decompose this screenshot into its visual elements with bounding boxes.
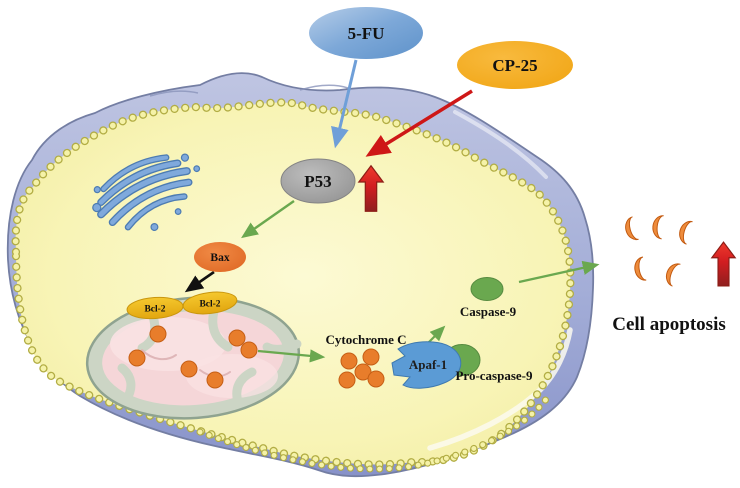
fu-node — [309, 7, 423, 59]
p53-node — [280, 158, 356, 204]
apoptotic-bodies-icon — [622, 214, 694, 287]
cell-apoptosis-label: Cell apoptosis — [612, 314, 726, 335]
cytochrome-c-dots — [338, 348, 385, 389]
pro-caspase9-label: Pro-caspase-9 — [455, 368, 533, 383]
apaf1-node — [391, 341, 462, 389]
upregulation-arrow-apoptosis — [711, 241, 736, 287]
bax-label: Bax — [210, 252, 229, 264]
arrow-cp25-to-p53 — [365, 89, 473, 157]
bax-node — [194, 242, 246, 272]
cytochrome-c-label: Cytochrome C — [326, 332, 407, 347]
arrow-caspase9-to-apoptosis — [518, 260, 600, 284]
bcl2-left-label: Bcl-2 — [144, 305, 165, 315]
membrane-bead-ring — [11, 98, 575, 473]
p53-label: P53 — [304, 172, 331, 191]
cp25-label: CP-25 — [492, 56, 537, 75]
arrow-p53-to-bax — [241, 200, 295, 239]
bcl2-right-node — [182, 291, 238, 315]
mitochondria-icon — [85, 296, 302, 420]
bcl2-right-label: Bcl-2 — [199, 300, 220, 310]
mitochondria-granules — [128, 325, 258, 389]
arrow-bax-to-bcl2 — [184, 270, 215, 293]
fu-label: 5-FU — [348, 24, 385, 43]
membrane-highlight — [453, 110, 548, 179]
caspase9-label: Caspase-9 — [460, 304, 517, 319]
arrow-mito-to-cytochromec — [257, 349, 326, 363]
cp25-node — [457, 41, 573, 89]
golgi-icon — [92, 153, 201, 232]
caspase9-node — [470, 277, 504, 301]
arrow-5fu-to-p53 — [331, 59, 358, 149]
membrane-fold-line — [149, 90, 199, 97]
membrane-fold-line — [299, 84, 349, 91]
apaf1-label: Apaf-1 — [409, 357, 447, 372]
